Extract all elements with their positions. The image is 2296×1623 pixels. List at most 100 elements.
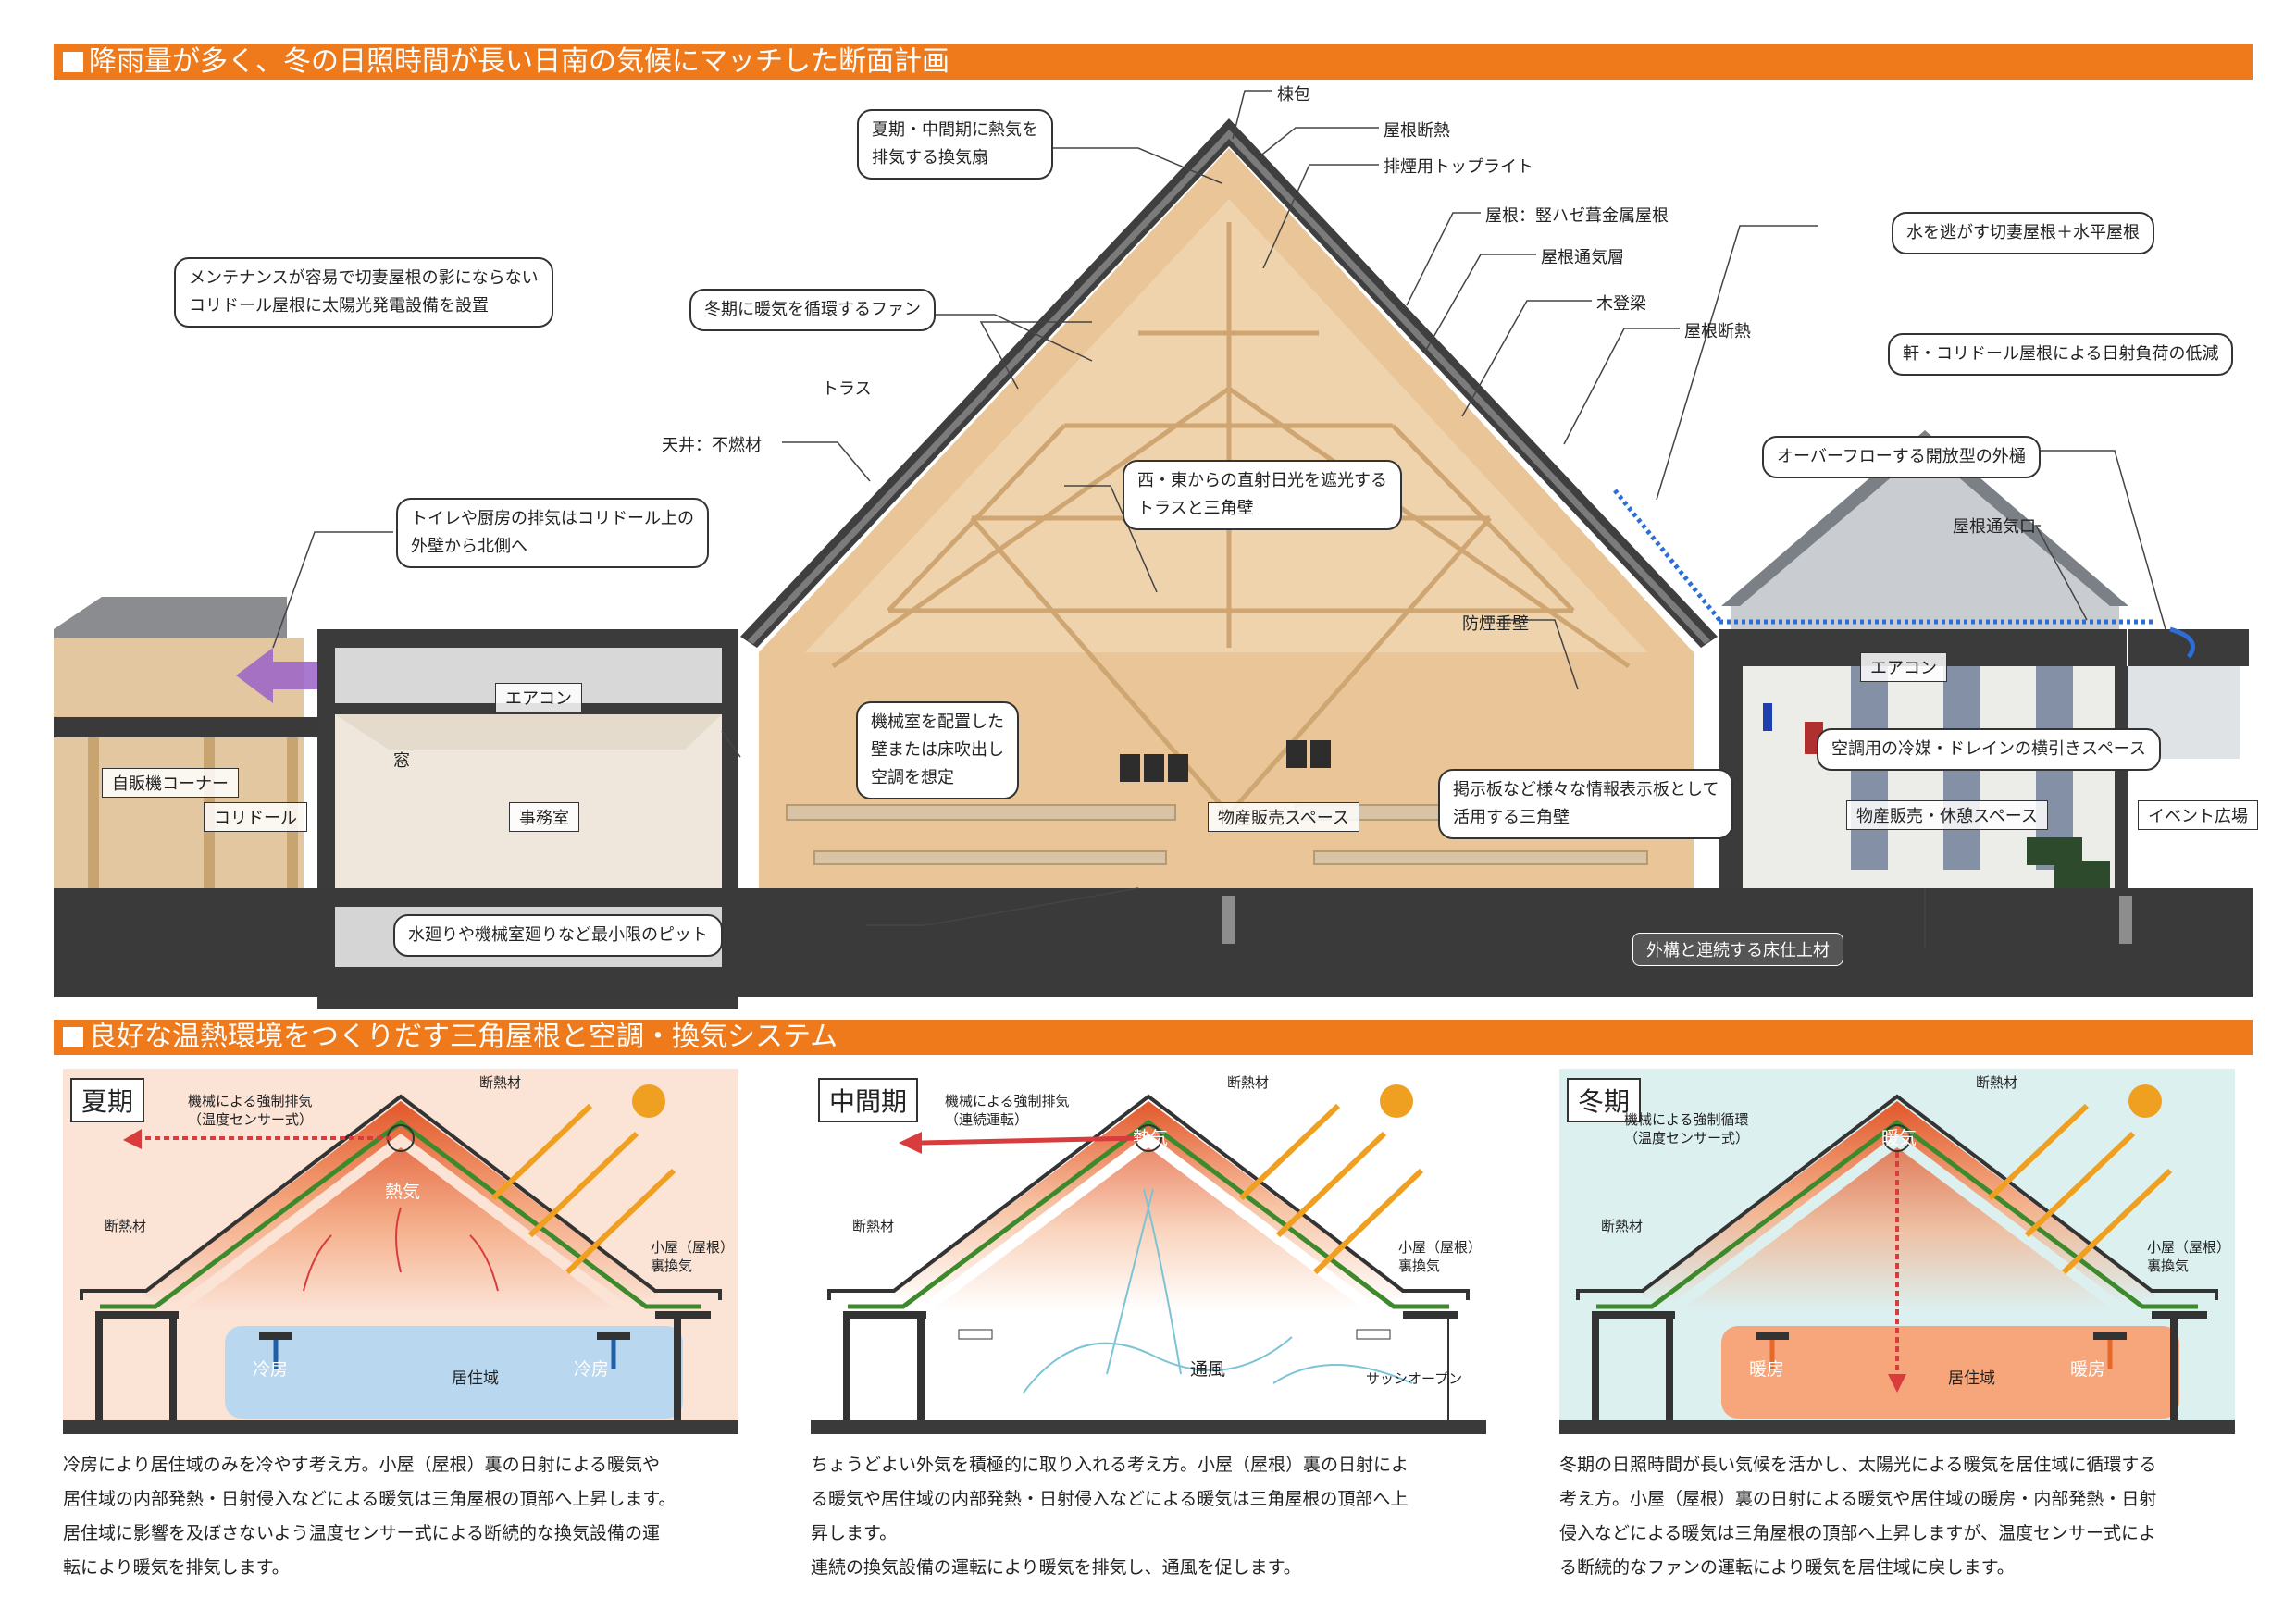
callout-line: オーバーフローする開放型の外樋	[1777, 447, 2026, 466]
section-drawing	[54, 90, 2253, 1009]
label-roof-insulation-2: 屋根断熱	[1684, 322, 1751, 341]
desc-line: 冷房により居住域のみを冷やす考え方。小屋（屋根）裏の日射による暖気や	[63, 1455, 661, 1475]
line: （温度センサー式）	[188, 1111, 314, 1128]
label-ceiling: 天井：不燃材	[662, 436, 762, 455]
label-heat: 熱気	[385, 1182, 421, 1202]
section1-header: 降雨量が多く、冬の日照時間が長い日南の気候にマッチした断面計画	[54, 44, 2253, 80]
panel-title: 中間期	[818, 1078, 919, 1122]
callout-line: トラスと三角壁	[1137, 499, 1254, 518]
callout-winter-fan: 冬期に暖気を循環するファン	[689, 289, 936, 331]
label-roof-vent-opening: 屋根通気口	[1953, 517, 2036, 537]
label-living: 居住域	[1948, 1369, 1995, 1388]
label-insulation-top: 断熱材	[1227, 1074, 1270, 1091]
panel-winter: 冬期 機械による強制循環（温度センサー式） 断熱材 断熱材 暖気 小屋（屋根）裏…	[1559, 1069, 2235, 1434]
label-roof-vent: 屋根通気層	[1541, 248, 1624, 267]
summer-diagram	[63, 1084, 738, 1434]
desc-line: 転により暖気を排気します。	[63, 1557, 290, 1578]
label-insulation-left: 断熱材	[852, 1218, 895, 1234]
callout-line: 外壁から北側へ	[411, 537, 527, 556]
callout-maintenance: メンテナンスが容易で切妻屋根の影にならないコリドール屋根に太陽光発電設備を設置	[174, 257, 553, 328]
desc-line: 侵入などによる暖気は三角屋根の頂部へ上昇しますが、温度センサー式によ	[1559, 1523, 2157, 1543]
line: 裏換気	[1398, 1258, 1441, 1274]
callout-line: トイレや厨房の排気はコリドール上の	[411, 509, 694, 528]
callout-eaves: 軒・コリドール屋根による日射負荷の低減	[1888, 333, 2234, 376]
label-insulation-top: 断熱材	[1976, 1074, 2018, 1091]
label-corridor: コリドール	[204, 802, 307, 832]
square-bullet-icon	[63, 1027, 83, 1047]
line: 機械による強制循環	[1624, 1111, 1749, 1128]
section2-title: 良好な温熱環境をつくりだす三角屋根と空調・換気システム	[89, 1021, 838, 1053]
panel-summer: 夏期 機械による強制排気（温度センサー式） 断熱材 断熱材 熱気 小屋（屋根） 裏…	[63, 1069, 738, 1434]
callout-bulletin: 掲示板など様々な情報表示板として活用する三角壁	[1438, 769, 1734, 839]
line: 小屋（屋根）	[651, 1239, 735, 1256]
label-vending: 自販機コーナー	[102, 768, 239, 798]
callout-line: 機械室を配置した	[871, 712, 1004, 732]
line: （連続運転）	[945, 1111, 1029, 1128]
label-wind: 通風	[1190, 1359, 1226, 1380]
panel-title: 夏期	[70, 1078, 145, 1122]
label-heat: 暖気	[1881, 1128, 1917, 1148]
label-insulation-top: 断熱材	[479, 1074, 522, 1091]
label-sales: 物産販売スペース	[1208, 802, 1359, 832]
label-exhaust: 機械による強制排気（温度センサー式）	[188, 1092, 313, 1129]
desc-line: 居住域に影響を及ぼさないよう温度センサー式による断続的な換気設備の運	[63, 1523, 661, 1543]
label-living: 居住域	[452, 1369, 499, 1388]
callout-line: 軒・コリドール屋根による日射負荷の低減	[1903, 344, 2219, 364]
label-cool-left: 冷房	[253, 1359, 289, 1380]
label-exhaust: 機械による強制循環（温度センサー式）	[1624, 1110, 1749, 1147]
label-event: イベント広場	[2138, 800, 2258, 830]
callout-line: 空調を想定	[871, 768, 954, 787]
label-ridge: 棟包	[1277, 85, 1310, 105]
desc-line: 冬期の日照時間が長い気候を活かし、太陽光による暖気を居住域に循環する	[1559, 1455, 2157, 1475]
section1-title: 降雨量が多く、冬の日照時間が長い日南の気候にマッチした断面計画	[89, 45, 949, 78]
label-sash: サッシオープン	[1366, 1370, 1463, 1387]
label-attic-vent: 小屋（屋根）裏換気	[1398, 1238, 1482, 1275]
winter-description: 冬期の日照時間が長い気候を活かし、太陽光による暖気を居住域に循環する 考え方。小…	[1559, 1448, 2244, 1585]
label-heat: 熱気	[1133, 1128, 1169, 1148]
callout-toilet-exhaust: トイレや厨房の排気はコリドール上の外壁から北側へ	[396, 498, 709, 568]
label-exhaust: 機械による強制排気 （連続運転）	[945, 1092, 1070, 1129]
desc-line: る暖気や居住域の内部発熱・日射侵入などによる暖気は三角屋根の頂部へ上	[811, 1489, 1409, 1509]
intermediate-diagram	[811, 1084, 1486, 1434]
label-insulation-left: 断熱材	[105, 1218, 147, 1234]
intermediate-description: ちょうどよい外気を積極的に取り入れる考え方。小屋（屋根）裏の日射によ る暖気や居…	[811, 1448, 1496, 1585]
callout-line: 空調用の冷媒・ドレインの横引きスペース	[1831, 739, 2146, 759]
label-wood-purlin: 木登梁	[1596, 294, 1646, 314]
callout-line: 夏期・中間期に熱気を	[872, 120, 1038, 140]
callout-line: 西・東からの直射日光を遮光する	[1137, 471, 1387, 490]
label-cool-right: 冷房	[574, 1359, 610, 1380]
callout-line: 排気する換気扇	[872, 148, 988, 167]
callout-line: 掲示板など様々な情報表示板として	[1453, 780, 1719, 799]
desc-line: 昇します。	[811, 1523, 898, 1543]
panel-title: 冬期	[1567, 1078, 1642, 1122]
callout-floor: 外構と連続する床仕上材	[1632, 933, 1843, 966]
square-bullet-icon	[63, 52, 83, 72]
desc-line: 連続の換気設備の運転により暖気を排気し、通風を促します。	[811, 1557, 1301, 1578]
label-attic-vent: 小屋（屋根） 裏換気	[2147, 1238, 2230, 1275]
desc-line: 居住域の内部発熱・日射侵入などによる暖気は三角屋根の頂部へ上昇します。	[63, 1489, 676, 1509]
line: 裏換気	[2147, 1258, 2190, 1274]
label-heat-left: 暖房	[1749, 1359, 1785, 1380]
label-roof-insulation: 屋根断熱	[1384, 121, 1450, 141]
section2-header: 良好な温熱環境をつくりだす三角屋根と空調・換気システム	[54, 1020, 2253, 1055]
callout-machine-room: 機械室を配置した壁または床吹出し空調を想定	[856, 701, 1019, 799]
label-attic-vent: 小屋（屋根） 裏換気	[651, 1238, 734, 1275]
line: 小屋（屋根）	[2147, 1239, 2231, 1256]
desc-line: る断続的なファンの運転により暖気を居住域に戻します。	[1559, 1557, 2015, 1578]
callout-line: 活用する三角壁	[1453, 808, 1570, 827]
label-roof-material: 屋根：竪ハゼ葺金属屋根	[1485, 206, 1669, 226]
callout-sunlight: 西・東からの直射日光を遮光するトラスと三角壁	[1123, 460, 1402, 530]
line: 機械による強制排気	[945, 1093, 1070, 1109]
callout-line: 水を逃がす切妻屋根＋水平屋根	[1906, 223, 2140, 242]
panel-intermediate: 中間期 機械による強制排気 （連続運転） 断熱材 断熱材 熱気 小屋（屋根）裏換気…	[811, 1069, 1486, 1434]
desc-line: 考え方。小屋（屋根）裏の日射による暖気や居住域の暖房・内部発熱・日射	[1559, 1489, 2157, 1509]
callout-line: コリドール屋根に太陽光発電設備を設置	[189, 296, 489, 316]
label-truss: トラス	[822, 379, 872, 399]
desc-line: ちょうどよい外気を積極的に取り入れる考え方。小屋（屋根）裏の日射によ	[811, 1455, 1409, 1475]
label-aircon-annex: エアコン	[1860, 652, 1947, 682]
callout-drain: 空調用の冷媒・ドレインの横引きスペース	[1817, 728, 2161, 771]
line: 裏換気	[651, 1258, 693, 1274]
label-sales-rest: 物産販売・休憩スペース	[1846, 800, 2048, 830]
label-aircon-office: エアコン	[495, 683, 582, 712]
winter-diagram	[1559, 1084, 2235, 1434]
